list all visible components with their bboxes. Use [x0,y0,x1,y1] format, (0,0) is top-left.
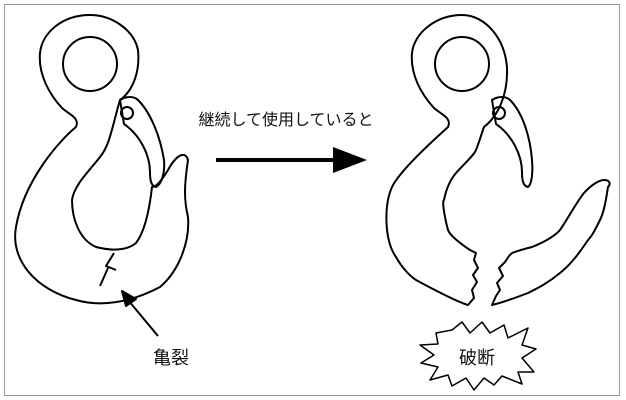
latch-pin [492,106,506,120]
hook-body [14,14,190,305]
crack-pointer-arrow [121,290,159,337]
broken-hook [385,14,611,306]
frame-border [4,4,620,396]
eye-hole [434,36,490,92]
latch-pin [120,106,134,120]
latch [491,96,534,188]
intact-hook [14,14,190,305]
fracture-starburst [419,321,537,391]
crack-mark [99,252,117,287]
hook-lower-fragment [491,179,611,306]
latch [119,96,166,188]
crack-label: 亀裂 [153,348,189,369]
fracture-label: 破断 [459,348,495,369]
hook-upper-fragment [385,14,509,306]
continuation-arrow [216,147,367,173]
eye-hole [62,36,118,92]
caption-text: 継続して使用していると [198,110,374,129]
